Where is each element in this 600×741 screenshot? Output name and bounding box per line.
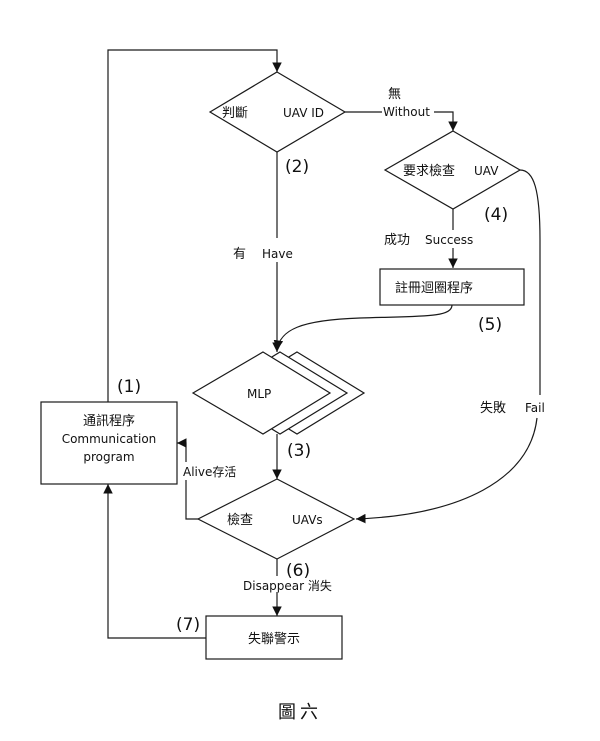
judge-label-en: UAV ID — [283, 106, 324, 120]
fail-label-en: Fail — [525, 401, 545, 415]
alarm-label: 失聯警示 — [248, 631, 300, 647]
edge-fail-tail — [356, 418, 537, 519]
success-label-cn: 成功 — [384, 233, 410, 248]
have-label-cn: 有 — [233, 247, 246, 262]
register-label: 註冊迴圈程序 — [395, 281, 473, 296]
comm-label-en1: Communication — [62, 432, 157, 446]
step-7: (7) — [176, 615, 200, 635]
edge-alive-tail — [177, 443, 186, 462]
fail-label-cn: 失敗 — [480, 401, 506, 416]
disappear-label: Disappear 消失 — [243, 578, 332, 593]
judge-label-cn: 判斷 — [222, 106, 248, 121]
edge-register-to-mlp — [277, 305, 452, 350]
check-label-cn: 檢查 — [227, 512, 253, 528]
without-label-en: Without — [383, 105, 430, 119]
edge-without-tail — [434, 112, 453, 131]
mlp-label: MLP — [247, 387, 271, 401]
alive-label: Alive存活 — [183, 465, 236, 479]
success-label-en: Success — [425, 233, 473, 247]
figure-caption: 圖六 — [278, 702, 322, 723]
step-2: (2) — [285, 157, 309, 177]
comm-label-en2: program — [83, 450, 134, 464]
step-5: (5) — [478, 315, 502, 335]
comm-label-cn: 通訊程序 — [83, 414, 135, 429]
request-label-cn: 要求檢查 — [403, 163, 455, 179]
node-check-uavs — [198, 479, 354, 559]
step-1: (1) — [117, 377, 141, 397]
step-3: (3) — [287, 441, 311, 461]
step-6: (6) — [286, 561, 310, 581]
check-label-en: UAVs — [292, 513, 323, 527]
step-4: (4) — [484, 205, 508, 225]
have-label-en: Have — [262, 247, 293, 261]
request-label-en: UAV — [474, 164, 499, 178]
node-mlp: MLP — [193, 352, 364, 434]
edge-alive — [186, 480, 198, 519]
without-label-cn: 無 — [388, 87, 401, 102]
